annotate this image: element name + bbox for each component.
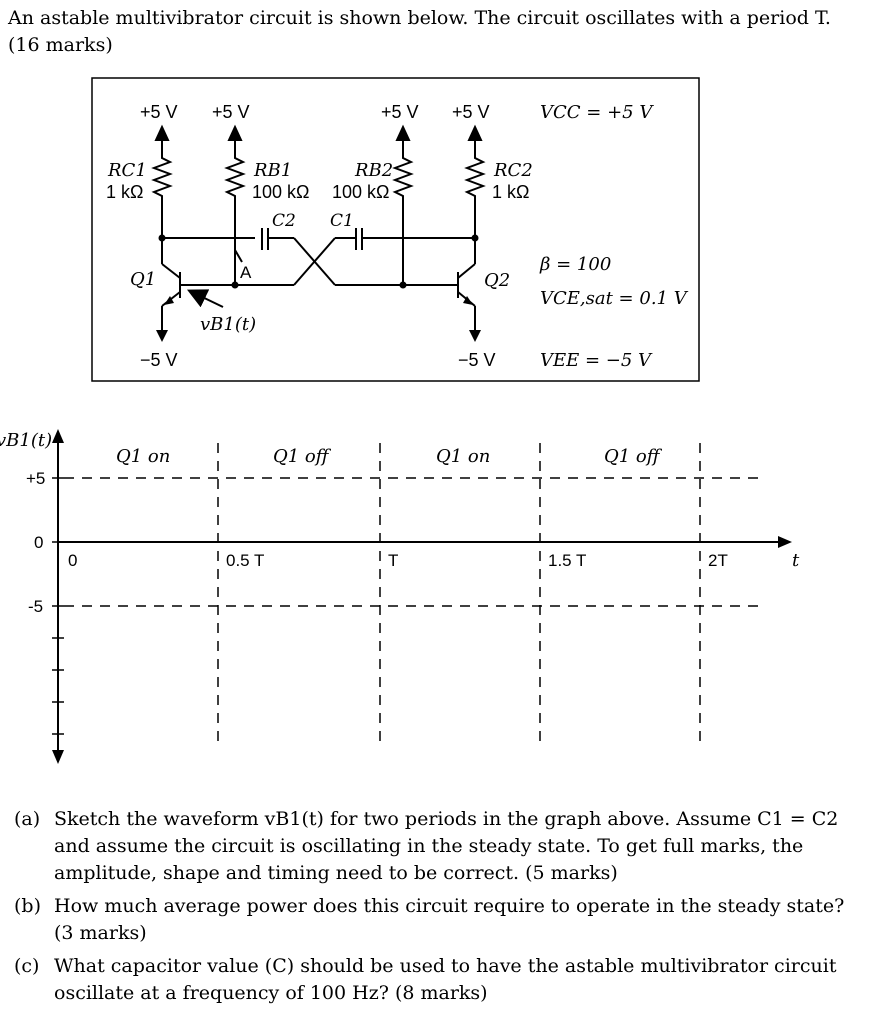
question-list: (a) Sketch the waveform vB1(t) for two p… <box>14 806 859 1013</box>
y-tick-0: 0 <box>34 533 43 552</box>
state-label-4: Q1 off <box>604 446 663 467</box>
problem-marks: (16 marks) <box>8 34 113 56</box>
question-b: (b) How much average power does this cir… <box>14 893 859 947</box>
q2-label: Q2 <box>484 270 510 291</box>
y-axis-arrow-up <box>52 429 64 443</box>
q1-label: Q1 <box>130 269 156 290</box>
rc1-name: RC1 <box>107 160 147 181</box>
rb1-value: 100 kΩ <box>252 182 310 202</box>
q1-emitter-arrow <box>164 296 174 305</box>
neg-arrow-left <box>156 330 168 342</box>
question-c: (c) What capacitor value (C) should be u… <box>14 953 859 1007</box>
problem-intro: An astable multivibrator circuit is show… <box>8 5 858 59</box>
capacitor-network <box>162 228 475 286</box>
question-a-text: Sketch the waveform vB1(t) for two perio… <box>54 808 839 884</box>
rc2-name: RC2 <box>493 160 533 181</box>
q1-transistor <box>161 238 181 330</box>
vce-sat-label: VCE,sat = 0.1 V <box>540 288 689 309</box>
supply-arrows <box>154 124 483 152</box>
neg-arrow-right <box>469 330 481 342</box>
vee-label: VEE = −5 V <box>540 350 653 371</box>
y-ticks <box>52 477 64 735</box>
probe-arrow <box>186 289 224 308</box>
rc1-value: 1 kΩ <box>106 182 143 202</box>
beta-label: β = 100 <box>539 254 611 275</box>
resistors <box>151 152 486 285</box>
question-a: (a) Sketch the waveform vB1(t) for two p… <box>14 806 859 887</box>
circuit-diagram: +5 V +5 V +5 V +5 V VCC = +5 V RC1 1 kΩ … <box>91 77 700 382</box>
rc2-resistor <box>464 152 486 238</box>
waveform-graph: vB1(t) t +5 0 -5 0 0.5 T T 1. <box>0 429 800 764</box>
supply-label-1: +5 V <box>140 102 178 122</box>
node-a-label: A <box>240 263 252 282</box>
y-axis-arrow-down <box>52 750 64 764</box>
neg-label-right: −5 V <box>458 350 496 370</box>
question-b-label: (b) <box>14 895 41 917</box>
neg-label-left: −5 V <box>140 350 178 370</box>
x-tick-1p5-t: 1.5 T <box>548 551 586 570</box>
circuit-frame <box>91 77 700 382</box>
rb2-name: RB2 <box>354 160 393 181</box>
x-tick-half-t: 0.5 T <box>226 551 264 570</box>
rb1-resistor <box>224 152 246 263</box>
question-c-text: What capacitor value (C) should be used … <box>54 955 837 1004</box>
reference-lines <box>64 477 765 607</box>
supply-label-3: +5 V <box>381 102 419 122</box>
c2-label: C2 <box>272 211 296 231</box>
x-axis-label: t <box>792 550 800 571</box>
y-tick-plus5: +5 <box>26 469 45 488</box>
rc1-resistor <box>151 152 173 238</box>
supply-label-2: +5 V <box>212 102 250 122</box>
time-markers <box>217 443 701 745</box>
x-tick-t: T <box>388 551 398 570</box>
q2-emitter-arrow <box>463 296 473 305</box>
supply-label-4: +5 V <box>452 102 490 122</box>
x-tick-0: 0 <box>68 551 77 570</box>
q2-transistor <box>457 238 476 330</box>
y-axis-label: vB1(t) <box>0 430 52 451</box>
question-b-text: How much average power does this circuit… <box>54 895 845 944</box>
x-axis-arrow <box>778 536 792 548</box>
rb2-resistor <box>392 152 414 285</box>
rb1-name: RB1 <box>253 160 292 181</box>
question-a-label: (a) <box>14 808 41 830</box>
c1-label: C1 <box>330 211 354 231</box>
rc2-value: 1 kΩ <box>492 182 529 202</box>
vcc-label: VCC = +5 V <box>540 102 654 123</box>
state-label-2: Q1 off <box>273 446 332 467</box>
y-tick-minus5: -5 <box>28 597 43 616</box>
x-tick-2t: 2T <box>708 551 728 570</box>
state-label-3: Q1 on <box>436 446 490 467</box>
rb2-value: 100 kΩ <box>332 182 390 202</box>
question-c-label: (c) <box>14 955 40 977</box>
problem-statement: An astable multivibrator circuit is show… <box>8 7 831 29</box>
state-label-1: Q1 on <box>116 446 170 467</box>
junction-dots <box>158 234 479 289</box>
probe-label: vB1(t) <box>200 314 256 335</box>
